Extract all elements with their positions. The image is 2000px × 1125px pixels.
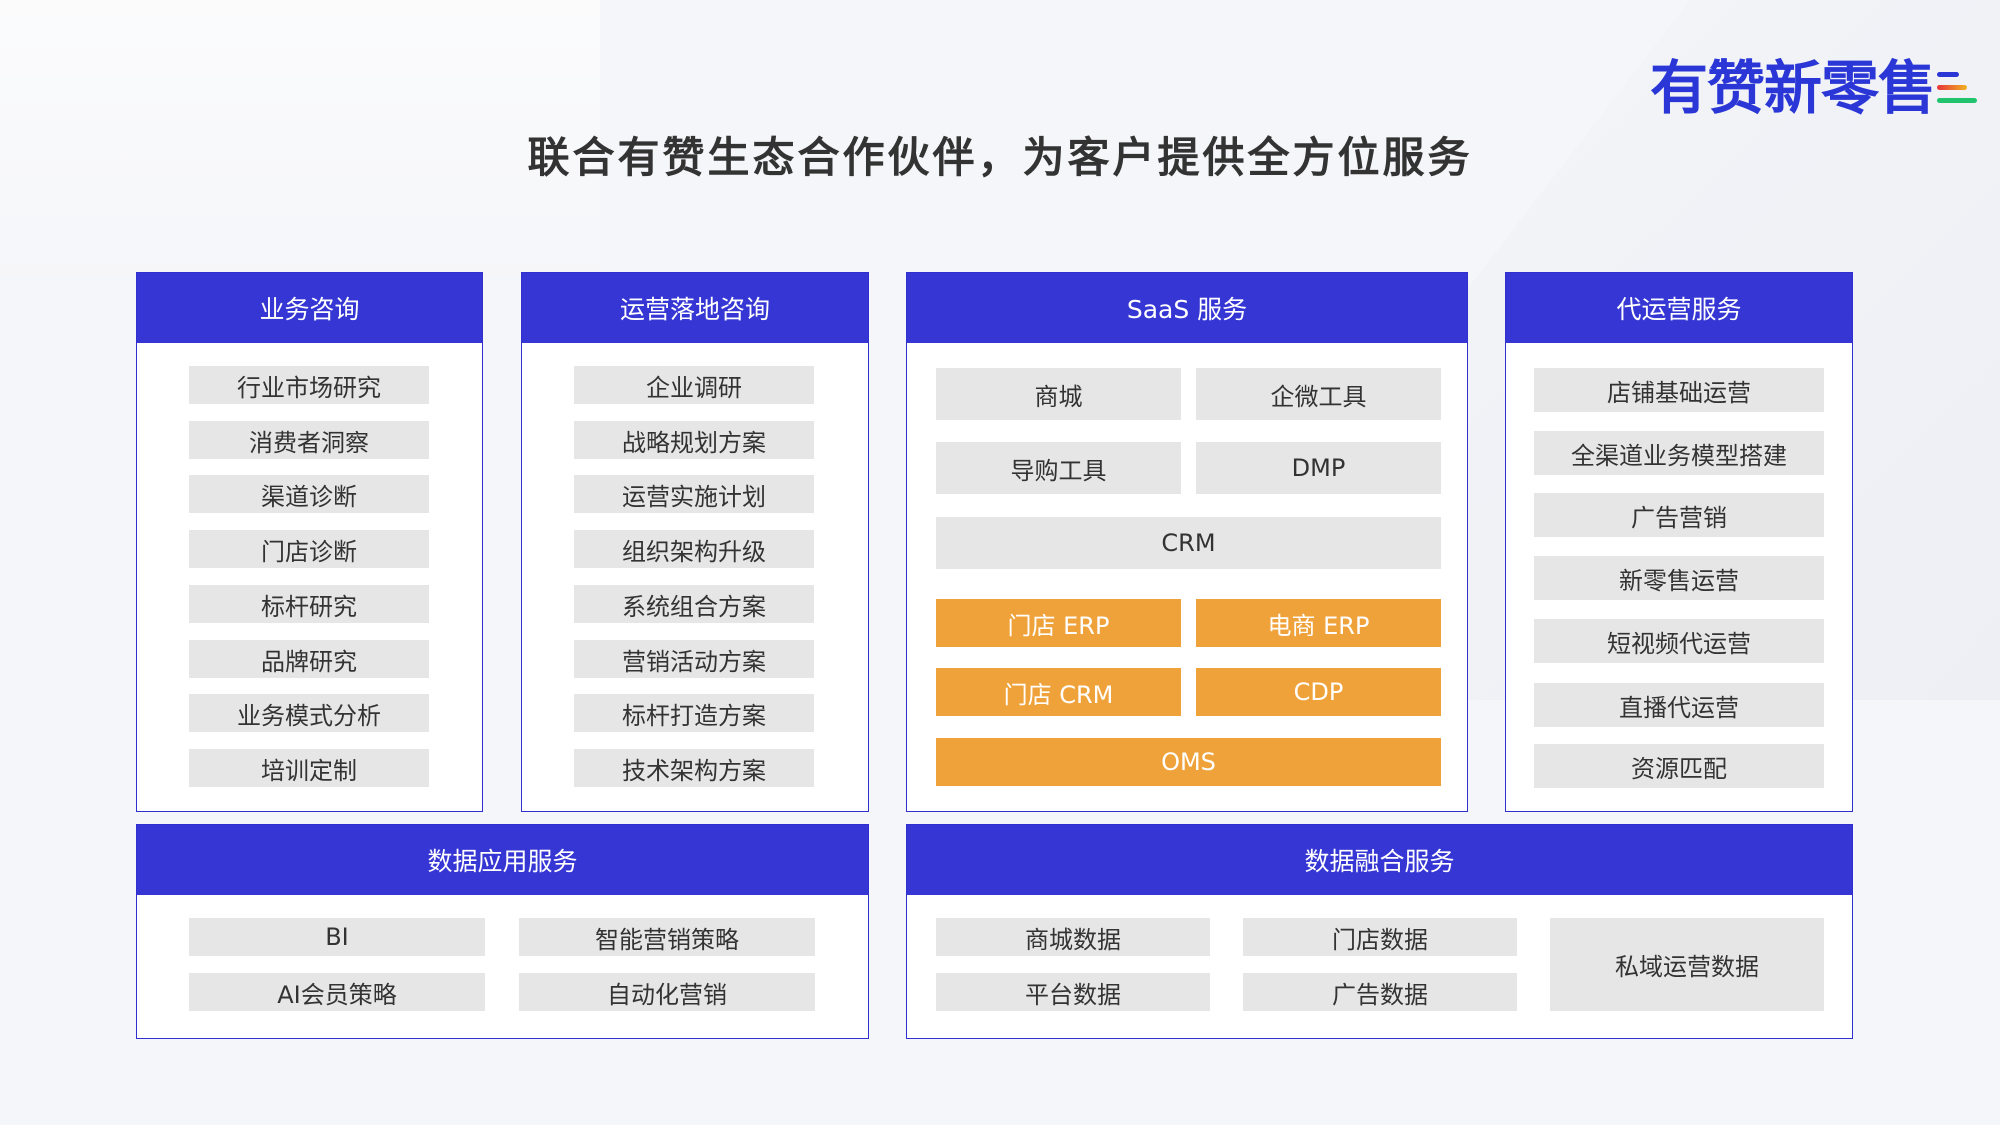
list-item: 广告数据 <box>1243 973 1517 1011</box>
list-item: 平台数据 <box>936 973 1210 1011</box>
list-item: 商城数据 <box>936 918 1210 956</box>
list-item: 资源匹配 <box>1534 744 1824 788</box>
list-item: 标杆研究 <box>189 585 429 623</box>
list-item: 智能营销策略 <box>519 918 815 956</box>
list-item: 广告营销 <box>1534 493 1824 537</box>
panel-agency-ops: 代运营服务 店铺基础运营 全渠道业务模型搭建 广告营销 新零售运营 短视频代运营… <box>1505 272 1853 812</box>
list-item: 品牌研究 <box>189 640 429 678</box>
saas-highlight-item: CDP <box>1196 668 1441 716</box>
list-item: 渠道诊断 <box>189 475 429 513</box>
logo-bar <box>1937 71 1960 77</box>
panel-header: SaaS 服务 <box>907 273 1467 343</box>
panel-data-application: 数据应用服务 BI 智能营销策略 AI会员策略 自动化营销 <box>136 824 869 1039</box>
list-item: 战略规划方案 <box>574 421 814 459</box>
panel-header: 运营落地咨询 <box>522 273 868 343</box>
list-item: 全渠道业务模型搭建 <box>1534 431 1824 475</box>
saas-item: 企微工具 <box>1196 368 1441 420</box>
background-highlight <box>0 0 600 300</box>
list-item: BI <box>189 918 485 956</box>
list-item: 培训定制 <box>189 749 429 787</box>
list-item: AI会员策略 <box>189 973 485 1011</box>
panel-header: 业务咨询 <box>137 273 482 343</box>
list-item: 组织架构升级 <box>574 530 814 568</box>
list-item: 营销活动方案 <box>574 640 814 678</box>
logo-bars-icon <box>1937 71 1978 103</box>
saas-highlight-item: OMS <box>936 738 1441 786</box>
brand-logo: 有赞新零售 <box>1650 46 1978 122</box>
list-item: 系统组合方案 <box>574 585 814 623</box>
saas-item: 商城 <box>936 368 1181 420</box>
saas-highlight-item: 电商 ERP <box>1196 599 1441 647</box>
list-item: 业务模式分析 <box>189 694 429 732</box>
list-item: 行业市场研究 <box>189 366 429 404</box>
list-item: 短视频代运营 <box>1534 619 1824 663</box>
list-item: 门店数据 <box>1243 918 1517 956</box>
saas-item: DMP <box>1196 442 1441 494</box>
panel-saas: SaaS 服务 商城 企微工具 导购工具 DMP CRM 门店 ERP 电商 E… <box>906 272 1468 812</box>
panel-data-fusion: 数据融合服务 商城数据 门店数据 平台数据 广告数据 私域运营数据 <box>906 824 1853 1039</box>
panel-business-consulting: 业务咨询 行业市场研究 消费者洞察 渠道诊断 门店诊断 标杆研究 品牌研究 业务… <box>136 272 483 812</box>
list-item: 运营实施计划 <box>574 475 814 513</box>
logo-text: 有赞新零售 <box>1650 54 1936 122</box>
saas-highlight-item: 门店 CRM <box>936 668 1181 716</box>
saas-item: CRM <box>936 517 1441 569</box>
saas-highlight-item: 门店 ERP <box>936 599 1181 647</box>
list-item: 技术架构方案 <box>574 749 814 787</box>
list-item: 私域运营数据 <box>1550 918 1824 1011</box>
list-item: 直播代运营 <box>1534 683 1824 727</box>
list-item: 企业调研 <box>574 366 814 404</box>
panel-header: 数据应用服务 <box>137 825 868 895</box>
panel-header: 代运营服务 <box>1506 273 1852 343</box>
list-item: 自动化营销 <box>519 973 815 1011</box>
list-item: 消费者洞察 <box>189 421 429 459</box>
panel-operations-consulting: 运营落地咨询 企业调研 战略规划方案 运营实施计划 组织架构升级 系统组合方案 … <box>521 272 869 812</box>
page-title: 联合有赞生态合作伙伴，为客户提供全方位服务 <box>527 133 1473 182</box>
logo-bar <box>1937 97 1978 103</box>
saas-item: 导购工具 <box>936 442 1181 494</box>
list-item: 店铺基础运营 <box>1534 368 1824 412</box>
panel-header: 数据融合服务 <box>907 825 1852 895</box>
list-item: 新零售运营 <box>1534 556 1824 600</box>
list-item: 门店诊断 <box>189 530 429 568</box>
logo-bar <box>1937 84 1968 90</box>
list-item: 标杆打造方案 <box>574 694 814 732</box>
